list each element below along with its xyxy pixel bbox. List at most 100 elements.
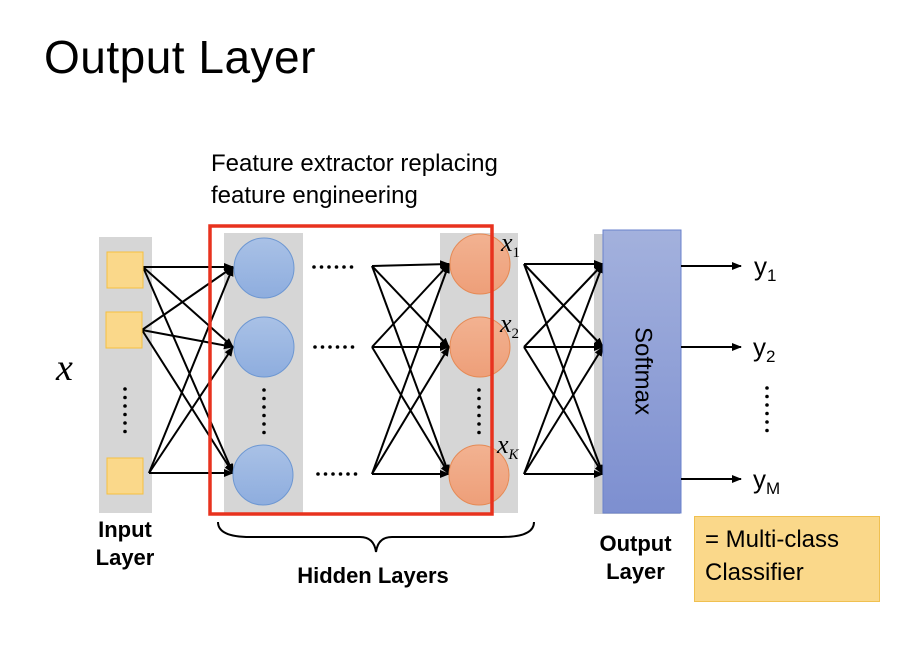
softmax-label: Softmax: [630, 327, 657, 415]
input-label-line-1: Input: [98, 517, 152, 542]
feature-node: [449, 316, 511, 378]
ellipsis-dot: [331, 472, 335, 476]
ellipsis-dot: [335, 345, 340, 349]
input-node: [106, 457, 144, 495]
output-layer-label: Output Layer: [578, 530, 693, 586]
input-to-hidden-edge: [148, 266, 234, 474]
ellipsis-dot: [349, 265, 354, 269]
ellipsis-dot: [334, 265, 339, 269]
ellipsis-dot: [350, 345, 355, 349]
ellipsis-dot: [123, 404, 127, 408]
ellipsis-dot: [312, 265, 316, 269]
ellipsis-dot: [123, 421, 127, 425]
ellipsis-dot: [477, 388, 481, 392]
hidden-layer-1-nodes: [232, 237, 295, 506]
ellipsis-dot: [262, 413, 266, 418]
hidden-node: [232, 444, 294, 506]
hidden-layers-label: Hidden Layers: [297, 563, 449, 588]
feature-to-softmax-edge: [523, 263, 604, 475]
ellipsis-dot: [346, 472, 350, 476]
feature-label-1: x1: [500, 228, 520, 261]
output-label-line-1: Output: [599, 531, 672, 556]
classifier-line-2: Classifier: [705, 559, 804, 586]
ellipsis-dot: [765, 386, 769, 390]
ellipsis-dot: [353, 472, 358, 476]
hidden-to-feature-edge: [371, 346, 450, 475]
ellipsis-dot: [477, 430, 481, 435]
ellipsis-dot: [123, 387, 127, 391]
ellipsis-dot: [262, 396, 266, 401]
output-label-line-2: Layer: [606, 559, 665, 584]
input-to-hidden-edge: [142, 266, 234, 348]
ellipsis-dot: [123, 412, 127, 417]
ellipsis-dot: [320, 345, 325, 349]
caption-line-2: feature engineering: [211, 182, 418, 209]
feature-node: [449, 233, 511, 295]
output-y1: y1: [754, 251, 776, 285]
ellipsis-dot: [123, 395, 127, 400]
input-node: [105, 311, 143, 349]
classifier-line-1: = Multi-class: [705, 526, 840, 553]
input-nodes: [105, 251, 144, 495]
ellipsis-dot: [765, 428, 769, 433]
hidden-to-feature-edge: [371, 260, 450, 269]
feature-node: [448, 444, 510, 506]
horizontal-ellipses: [312, 265, 358, 476]
hidden-to-feature-edge: [371, 263, 450, 475]
output-ellipsis: [765, 386, 769, 433]
input-to-hidden-edge: [141, 329, 234, 350]
ellipsis-dot: [262, 405, 266, 409]
hidden-ellipsis-row: [312, 265, 354, 269]
feature-extractor-highlight: [208, 224, 494, 516]
hidden-layers-brace: [217, 521, 535, 553]
feature-extractor-caption: Feature extractor replacing feature engi…: [211, 148, 498, 212]
feature-label-k: xK: [496, 430, 520, 463]
output-y2: y2: [753, 332, 775, 366]
input-to-hidden-edge: [142, 266, 234, 474]
slide-title: Output Layer: [44, 31, 316, 83]
hidden-to-feature-edge: [371, 263, 450, 348]
input-to-hidden-edge: [141, 329, 234, 474]
ellipsis-dot: [765, 411, 769, 416]
ellipsis-dot: [316, 472, 320, 476]
ellipsis-dot: [477, 413, 481, 418]
ellipsis-dot: [313, 345, 317, 349]
ellipsis-dot: [323, 472, 328, 476]
ellipsis-dot: [262, 422, 266, 426]
feature-to-softmax-edge: [523, 263, 604, 348]
ellipsis-dot: [342, 265, 346, 269]
output-ym: yM: [753, 464, 780, 498]
output-arrows: [681, 262, 742, 483]
ellipsis-dot: [765, 420, 769, 424]
hidden-ellipsis-row: [313, 345, 355, 349]
caption-line-1: Feature extractor replacing: [211, 150, 498, 177]
connection-edges: [141, 260, 604, 478]
vertical-ellipses: [123, 386, 769, 435]
ellipsis-dot: [477, 422, 481, 426]
multi-class-classifier-note: = Multi-class Classifier: [694, 516, 880, 602]
input-label-line-2: Layer: [95, 545, 155, 570]
ellipsis-dot: [338, 472, 343, 476]
hidden-ellipsis-row: [316, 472, 358, 476]
input-to-hidden-edge: [148, 346, 234, 474]
feature-label-2: x2: [499, 309, 519, 342]
input-ellipsis: [123, 387, 127, 434]
hidden-node: [233, 237, 295, 299]
input-vector-symbol: x: [55, 347, 73, 389]
feature-layer-nodes: [448, 233, 511, 506]
ellipsis-dot: [262, 430, 266, 435]
input-to-hidden-edge: [141, 266, 234, 331]
hidden-ellipsis: [262, 388, 266, 435]
ellipsis-dot: [328, 345, 332, 349]
ellipsis-dot: [477, 405, 481, 409]
ellipsis-dot: [477, 396, 481, 401]
ellipsis-dot: [765, 394, 769, 399]
ellipsis-dot: [343, 345, 347, 349]
ellipsis-dot: [327, 265, 331, 269]
hidden-node: [233, 316, 295, 378]
input-node: [106, 251, 144, 289]
feature-ellipsis: [477, 388, 481, 435]
feature-to-softmax-edge: [523, 346, 604, 475]
ellipsis-dot: [319, 265, 324, 269]
